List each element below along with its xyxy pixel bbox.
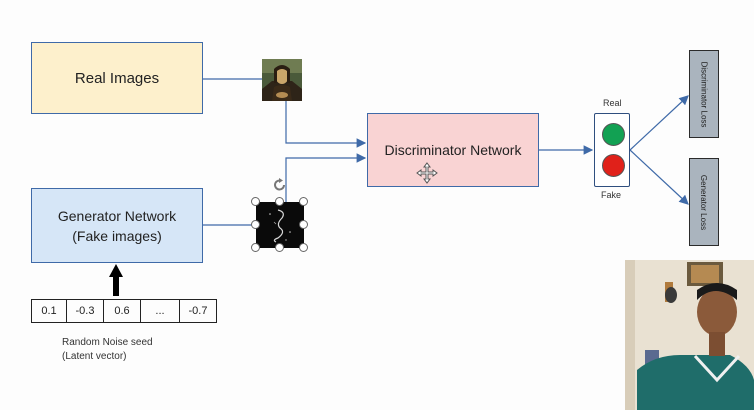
generator-subtitle: (Fake images) xyxy=(72,227,162,244)
noise-caption-line: (Latent vector) xyxy=(62,351,127,362)
connector-real-to-discriminator xyxy=(285,101,367,148)
up-arrow-icon xyxy=(109,264,123,296)
noise-caption-line: Random Noise seed xyxy=(62,337,153,348)
discriminator-loss-box[interactable]: Discriminator Loss xyxy=(689,50,719,138)
generated-image[interactable] xyxy=(256,202,304,248)
latent-vector: 0.1 -0.3 0.6 ... -0.7 xyxy=(31,299,217,323)
connector-fake-to-discriminator xyxy=(285,153,367,202)
discriminator-label: Discriminator Network xyxy=(384,142,522,158)
latent-value: 0.1 xyxy=(32,300,67,322)
latent-value: -0.3 xyxy=(67,300,104,322)
resize-handle-left[interactable] xyxy=(251,220,260,229)
real-images-label: Real Images xyxy=(74,69,160,87)
resize-handle-top-left[interactable] xyxy=(251,197,260,206)
resize-handle-top[interactable] xyxy=(275,197,284,206)
latent-value: 0.6 xyxy=(104,300,141,322)
latent-value: -0.7 xyxy=(188,305,208,317)
latent-vector-caption: Random Noise seed (Latent vector) xyxy=(62,336,153,364)
resize-handle-bottom[interactable] xyxy=(275,243,284,252)
resize-handle-top-right[interactable] xyxy=(299,197,308,206)
resize-handle-right[interactable] xyxy=(299,220,308,229)
presenter-webcam xyxy=(625,260,754,410)
generator-loss-box[interactable]: Generator Loss xyxy=(689,158,719,246)
generated-digit-graphic xyxy=(269,209,291,243)
discriminator-network-box[interactable]: Discriminator Network xyxy=(367,113,539,187)
real-indicator-light xyxy=(602,123,625,146)
connector-output-to-disc-loss xyxy=(629,95,689,151)
move-cursor-icon xyxy=(416,162,438,184)
fake-output-label: Fake xyxy=(601,190,622,200)
fake-indicator-light xyxy=(602,154,625,177)
real-output-label: Real xyxy=(603,98,622,108)
classification-output xyxy=(594,113,630,187)
generator-network-box[interactable]: Generator Network (Fake images) xyxy=(31,188,203,263)
generator-loss-label: Generator Loss xyxy=(699,174,709,230)
connector-output-to-gen-loss xyxy=(629,149,689,205)
generator-title: Generator Network xyxy=(57,207,177,224)
resize-handle-bottom-left[interactable] xyxy=(251,243,260,252)
latent-value: ... xyxy=(141,300,180,322)
resize-handle-bottom-right[interactable] xyxy=(299,243,308,252)
discriminator-loss-label: Discriminator Loss xyxy=(699,61,709,127)
mona-lisa-image[interactable] xyxy=(262,59,302,101)
rotate-handle-icon[interactable] xyxy=(272,177,288,193)
real-images-box[interactable]: Real Images xyxy=(31,42,203,114)
